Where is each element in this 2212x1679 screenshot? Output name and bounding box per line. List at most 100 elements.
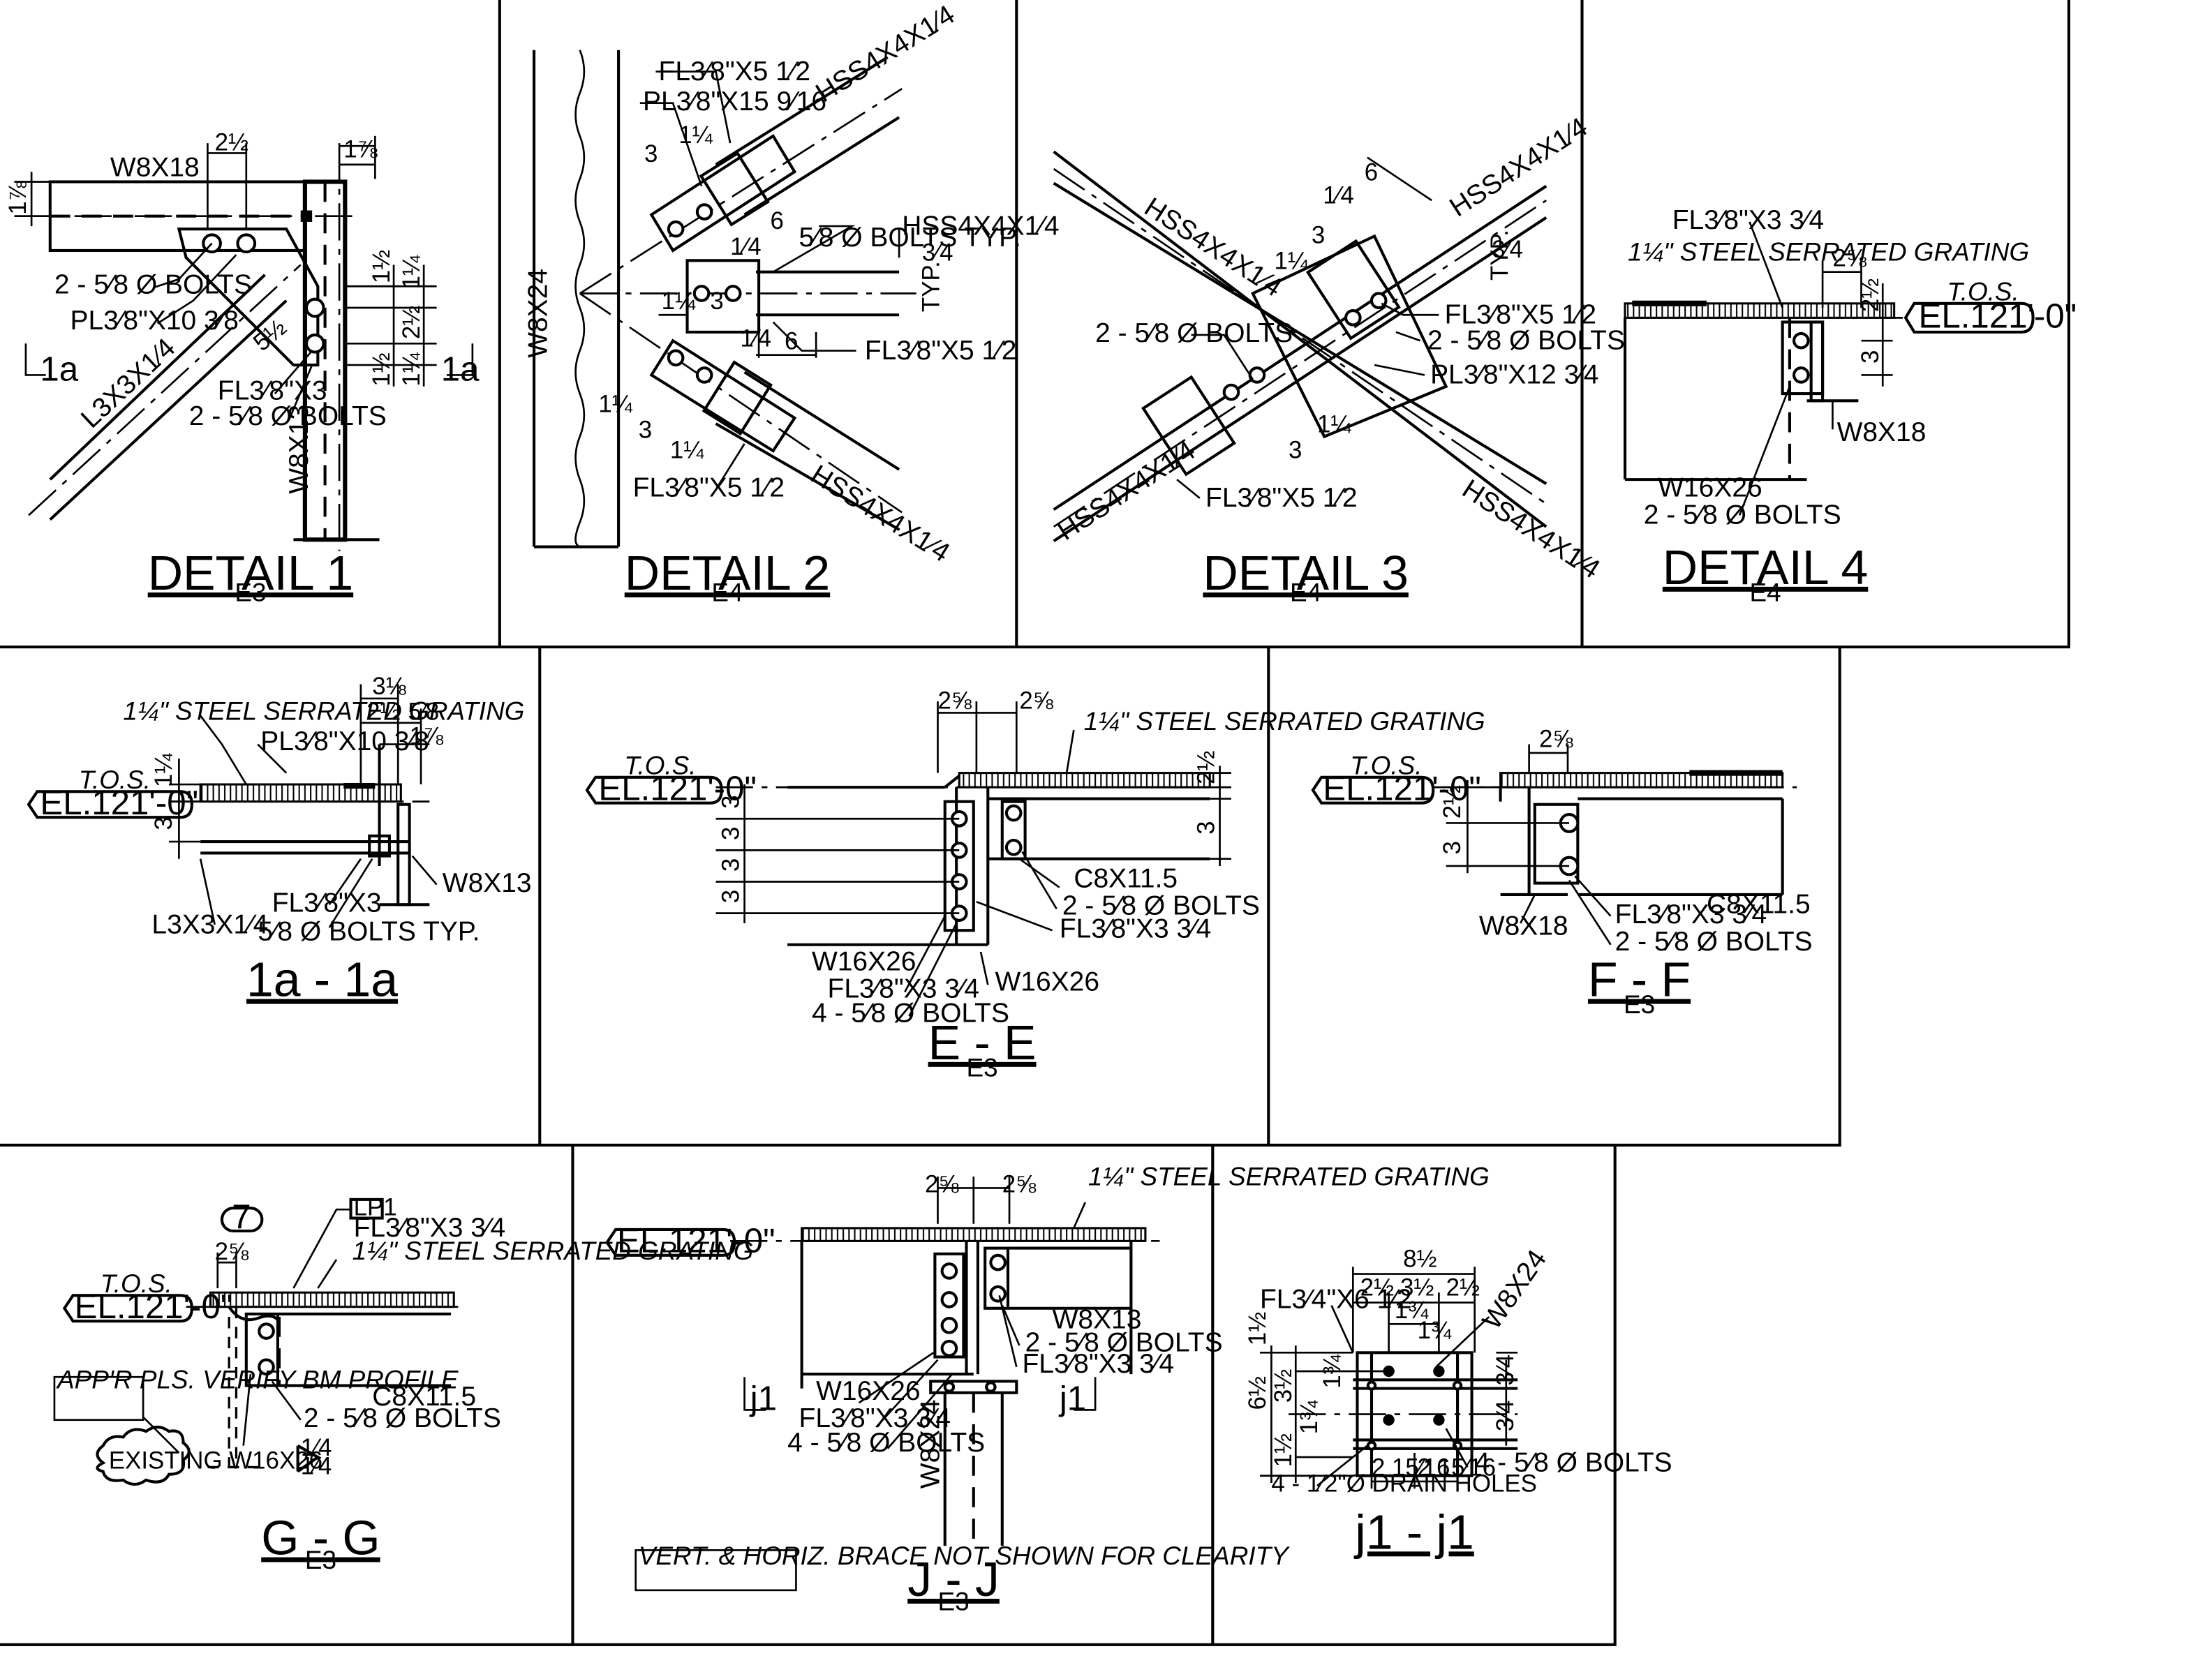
d3-label: HSS4X4X1⁄4	[1445, 112, 1593, 223]
ee-dim: 2⅝	[1019, 687, 1053, 714]
jj-dim: 2⅝	[925, 1171, 959, 1198]
d2-label: HSS4X4X1⁄4	[810, 0, 960, 108]
d4-label: 1¼" STEEL SERRATED GRATING	[1628, 237, 2029, 266]
j1-dim: 3⁄4	[1492, 1401, 1519, 1432]
ee-label: W16X26	[995, 967, 1099, 997]
j1-label: 4 - 5⁄8 Ø BOLTS	[1475, 1448, 1672, 1478]
d2-label: 5⁄8 Ø BOLTS TYP.	[799, 223, 1021, 253]
jj-sheet-ref: E3	[937, 1588, 969, 1616]
d4-tos: T.O.S.	[1947, 278, 2019, 306]
d1-dim: 5½	[248, 314, 291, 357]
d3-label: 2 - 5⁄8 Ø BOLTS	[1427, 325, 1625, 355]
gg-tag: LP1	[354, 1193, 397, 1221]
ee-sheet-ref: E3	[966, 1053, 997, 1082]
ee-elevation: EL.121'-0"	[598, 770, 757, 808]
s1a-dim: 3⅛	[372, 673, 406, 700]
s1a-label: L3X3X1⁄4	[151, 909, 268, 939]
d1-dim: 1⅞	[4, 180, 31, 214]
ee-dim: 2½	[1192, 751, 1219, 784]
jj-label: 4 - 5⁄8 Ø BOLTS	[787, 1428, 985, 1458]
ee-dim: 3	[717, 890, 744, 903]
j1-dim: 2½	[1446, 1274, 1480, 1301]
j1-label: 4 - 1⁄2"Ø DRAIN HOLES	[1271, 1470, 1536, 1497]
d2-dim: 6	[785, 327, 798, 355]
j1-dim: 2½	[1360, 1274, 1394, 1301]
gg-tos: T.O.S.	[101, 1269, 172, 1298]
ff-elevation: EL.121'-0"	[1323, 770, 1481, 808]
s1a-elevation: EL.121'-0"	[40, 784, 198, 822]
d2-dim: 1¼	[670, 436, 704, 463]
jj-elevation: EL.121'-0"	[617, 1222, 775, 1260]
section-j-j: 1¼" STEEL SERRATED GRATING W8X13 2 - 5⁄8…	[605, 1162, 1490, 1616]
ee-label: W16X26	[812, 947, 916, 977]
ff-dim: 2½	[1439, 785, 1466, 819]
d3-label: PL3⁄8"X12 3⁄4	[1430, 360, 1598, 390]
detail-2: FL3⁄8"X5 1⁄2 PL3⁄8"X15 9⁄16 HSS4X4X1⁄4 5…	[524, 0, 1060, 606]
gg-elevation: EL.121'-0"	[75, 1288, 233, 1326]
j1-dim: 1½	[1270, 1433, 1297, 1467]
j1-dim: 3⁄4	[1492, 1355, 1519, 1386]
d1-dim: 1¼	[398, 352, 425, 386]
d1-label: PL3⁄8"X10 3⁄8	[70, 306, 239, 336]
d4-elevation: EL.121'-0"	[1919, 297, 2077, 336]
d2-dim: 1¼	[662, 288, 696, 315]
d2-title: DETAIL 2	[625, 546, 830, 600]
gg-label: 2 - 5⁄8 Ø BOLTS	[304, 1403, 501, 1433]
ee-label: 2 - 5⁄8 Ø BOLTS	[1062, 891, 1260, 921]
d4-label: W8X18	[1837, 417, 1927, 447]
j1-dim: 1¾	[1395, 1297, 1429, 1324]
d3-dim: 3	[1312, 222, 1325, 249]
s1a-label: 1¼" STEEL SERRATED GRATING	[123, 697, 524, 726]
ee-dim: 3	[717, 796, 744, 809]
ff-tos: T.O.S.	[1350, 752, 1422, 780]
j1-dim: 1¾	[1418, 1317, 1452, 1344]
d2-label: W8X24	[524, 269, 554, 358]
jj-label: 1¼" STEEL SERRATED GRATING	[1088, 1162, 1490, 1191]
d1-sheet-ref: E3	[235, 578, 266, 606]
ee-label: C8X11.5	[1074, 864, 1178, 894]
ee-tos: T.O.S.	[624, 752, 696, 780]
section-1a-1a: 1¼" STEEL SERRATED GRATING PL3⁄8"X10 3⁄8…	[27, 673, 532, 1007]
d2-dim: 1⁄4	[740, 324, 771, 352]
d2-dim: 1¼	[598, 391, 632, 418]
d1-label: W8X18	[110, 152, 200, 182]
j1-dim: 1½	[1244, 1312, 1271, 1345]
d3-title: DETAIL 3	[1203, 546, 1408, 600]
d1-label: 2 - 5⁄8 Ø BOLTS	[189, 401, 387, 431]
d3-dim: 1¼	[1317, 410, 1351, 438]
gg-title: G - G	[261, 1511, 380, 1565]
gg-dim: 2⅝	[215, 1238, 249, 1265]
jj-label: FL3⁄8"X3 3⁄4	[1023, 1349, 1175, 1379]
ee-label: 1¼" STEEL SERRATED GRATING	[1084, 707, 1485, 736]
d2-dim: 3	[644, 140, 658, 167]
ee-title: E - E	[928, 1015, 1037, 1070]
ff-label: W8X18	[1479, 911, 1568, 941]
gg-label: FL3⁄8"X3 3⁄4	[354, 1213, 506, 1243]
s1a-title: 1a - 1a	[246, 953, 398, 1007]
j1-dim: 8½	[1403, 1245, 1437, 1272]
ee-dim: 3	[1192, 821, 1219, 834]
ff-dim: 3	[1439, 841, 1466, 854]
d3-label: FL3⁄8"X5 1⁄2	[1445, 300, 1597, 330]
d1-label: W8X13	[284, 405, 314, 494]
d3-dim: 1¼	[1275, 248, 1309, 275]
detail-4: FL3⁄8"X3 3⁄4 1¼" STEEL SERRATED GRATING …	[1623, 205, 2077, 606]
d4-label: 2 - 5⁄8 Ø BOLTS	[1644, 500, 1841, 530]
d3-dim: 1⁄4	[1323, 181, 1354, 209]
d3-sheet-ref: E4	[1290, 578, 1321, 606]
s1a-dim: 5⁄8	[408, 699, 440, 726]
d3-label: FL3⁄8"X5 1⁄2	[1205, 483, 1358, 513]
section-e-e: 1¼" STEEL SERRATED GRATING C8X11.5 2 - 5…	[585, 687, 1485, 1082]
d2-label: HSS4X4X1⁄4	[902, 211, 1059, 241]
jj-note: VERT. & HORIZ. BRACE NOT SHOWN FOR CLEAR…	[639, 1542, 1290, 1570]
gg-label: C8X11.5	[372, 1382, 476, 1412]
d1-dim: 2½	[215, 128, 248, 156]
j1-dim: 3½	[1270, 1369, 1297, 1403]
j1-dim: 2 15⁄16	[1372, 1454, 1450, 1482]
d1-dim: 1⅞	[343, 136, 378, 163]
j1-label: W8X24	[1477, 1244, 1553, 1334]
d1-label: 2 - 5⁄8 Ø BOLTS	[54, 269, 252, 299]
jj-label: 2 - 5⁄8 Ø BOLTS	[1025, 1327, 1223, 1357]
d2-label: FL3⁄8"X5 1⁄2	[659, 57, 811, 87]
